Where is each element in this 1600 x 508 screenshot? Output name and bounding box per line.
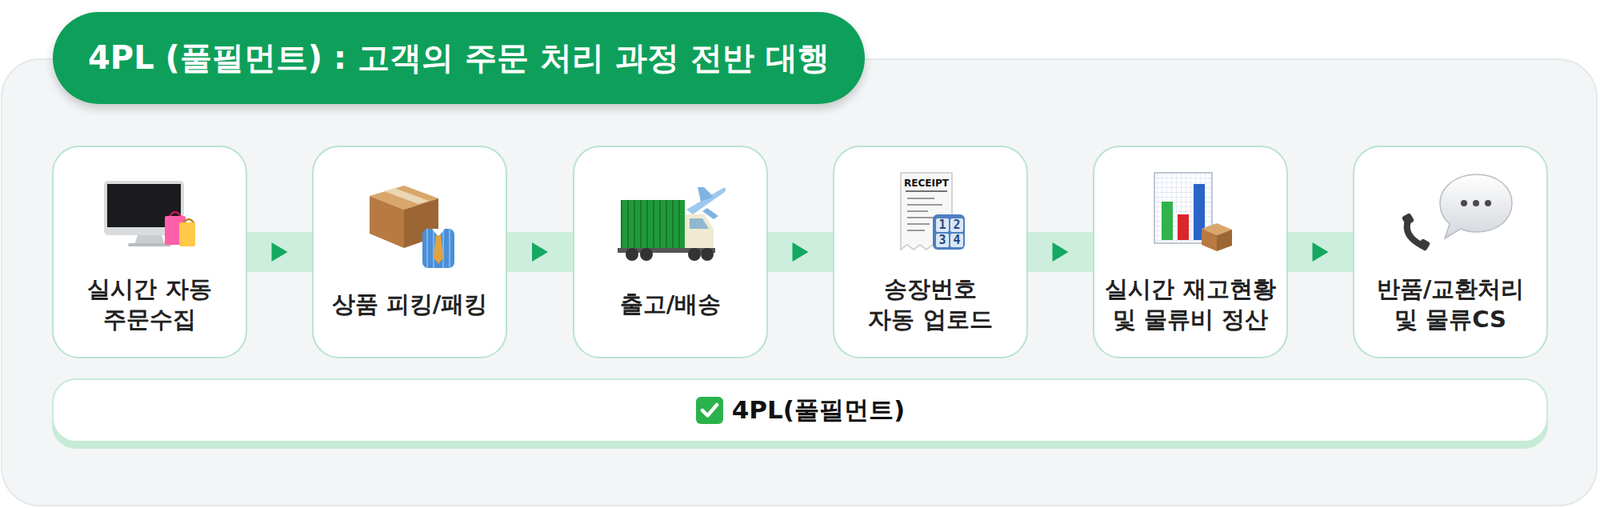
box-icon-part — [427, 228, 450, 268]
arrow-head — [792, 242, 809, 262]
chart-icon-part — [1201, 228, 1217, 252]
call-icon-part — [1484, 200, 1492, 207]
receipt-title: RECEIPT — [902, 177, 951, 189]
monitor-icon — [104, 180, 196, 247]
connector-band — [505, 232, 575, 272]
call-icon-part — [1472, 200, 1480, 207]
truck-icon-part — [700, 248, 714, 261]
box-icon-part — [433, 235, 444, 264]
receipt-icon-part — [905, 190, 948, 192]
card-text-area: 송장번호 자동 업로드 — [834, 259, 1027, 349]
flow-connector — [766, 232, 835, 272]
flow-connector — [505, 232, 575, 272]
call-icon-part — [1460, 200, 1468, 207]
connector-band — [245, 232, 314, 272]
truck-icon-part — [625, 248, 639, 261]
check-mark — [702, 404, 717, 416]
chart-icon-part — [1161, 201, 1173, 240]
card-text-area: 반품/교환처리 및 물류CS — [1354, 259, 1547, 349]
process-card: 반품/교환처리 및 물류CS — [1352, 145, 1548, 359]
arrow-head — [1312, 242, 1329, 262]
card-text: 출고/배송 — [620, 288, 722, 320]
outer-panel — [1, 59, 1597, 506]
card-text-area: 실시간 자동 주문수집 — [53, 259, 246, 349]
flow-connector — [245, 232, 314, 272]
summary-bar: 4PL(풀필먼트) — [52, 378, 1548, 443]
box-icon-part — [369, 196, 404, 248]
arrow-head — [1052, 242, 1069, 262]
call-icon-part — [1417, 238, 1431, 252]
call-icon-part — [1407, 220, 1421, 245]
truck-icon-part — [689, 218, 709, 229]
truck-icon-part — [684, 214, 714, 250]
card-text: 상품 피킹/패킹 — [332, 288, 488, 320]
card-text: 실시간 재고현황 및 물류비 정산 — [1102, 273, 1279, 336]
truck-icon-part — [702, 208, 719, 220]
card-text: 송장번호 자동 업로드 — [862, 273, 999, 336]
chart-icon-part — [1177, 214, 1189, 240]
truck-icon-part — [620, 200, 685, 250]
keypad-digits: 1 2 3 4 — [936, 217, 963, 248]
chart-icon-part — [1216, 229, 1232, 252]
bar-text: 4PL(풀필먼트) — [732, 393, 905, 428]
process-card: 실시간 자동 주문수집 — [52, 145, 248, 359]
monitor-icon-part — [179, 222, 196, 247]
box-icon-part — [384, 188, 429, 204]
process-card: 상품 피킹/패킹 — [312, 145, 508, 359]
flow-connector — [1286, 232, 1355, 272]
connector-band — [1026, 232, 1095, 272]
arrow-head — [532, 242, 548, 262]
box-icon — [369, 185, 455, 268]
truck-icon-part — [697, 187, 714, 202]
card-text: 반품/교환처리 및 물류CS — [1362, 273, 1539, 336]
truck-icon-part — [688, 248, 701, 261]
monitor-icon-part — [128, 243, 172, 247]
call-icon-part — [1440, 174, 1512, 239]
card-text-area: 출고/배송 — [574, 259, 767, 349]
check-icon — [695, 396, 724, 425]
connector-band — [1286, 232, 1355, 272]
flow-connector — [1026, 232, 1095, 272]
truck-icon-part — [640, 248, 653, 261]
title-pill: 4PL (풀필먼트) : 고객의 주문 처리 과정 전반 대행 — [52, 12, 865, 104]
receipt-icon-part — [932, 214, 965, 250]
arrow-head — [272, 242, 288, 262]
card-text-area: 상품 피킹/패킹 — [313, 259, 506, 349]
card-text: 실시간 자동 주문수집 — [61, 273, 238, 336]
check-square — [696, 396, 724, 424]
title-text: 4PL (풀필먼트) : 고객의 주문 처리 과정 전반 대행 — [88, 36, 830, 80]
box-icon-part — [422, 228, 455, 268]
call-icon — [1401, 174, 1512, 252]
card-text-area: 실시간 재고현황 및 물류비 정산 — [1094, 259, 1287, 349]
chart-icon — [1154, 172, 1232, 252]
call-icon-part — [1401, 212, 1415, 226]
truck-icon — [617, 187, 726, 261]
connector-band — [766, 232, 835, 272]
receipt-icon — [900, 172, 965, 250]
